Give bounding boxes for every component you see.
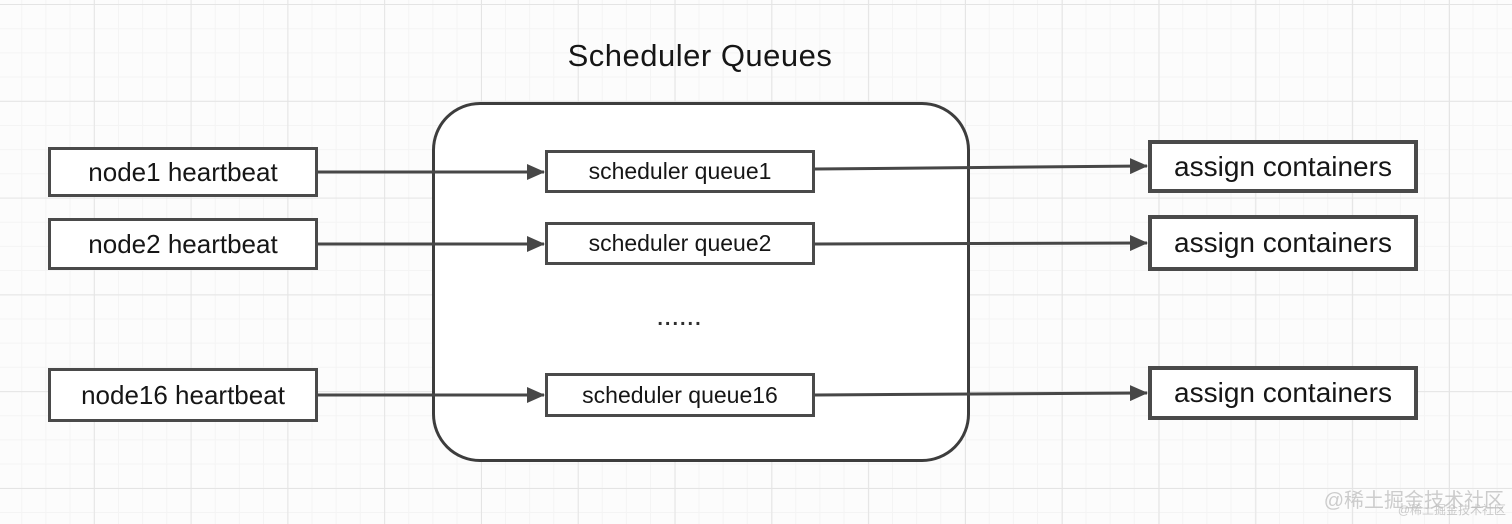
diagram-title: Scheduler Queues bbox=[567, 38, 833, 73]
queues-ellipsis: ...... bbox=[657, 308, 703, 330]
assign-containers-label-2: assign containers bbox=[1174, 227, 1392, 258]
scheduler-queue16-box: scheduler queue16 bbox=[545, 373, 815, 417]
assign-containers-box-2: assign containers bbox=[1148, 215, 1418, 271]
node2-heartbeat-label: node2 heartbeat bbox=[88, 228, 278, 259]
node1-heartbeat-box: node1 heartbeat bbox=[48, 147, 318, 197]
assign-containers-box-3: assign containers bbox=[1148, 366, 1418, 420]
scheduler-queue1-label: scheduler queue1 bbox=[588, 158, 772, 184]
node2-heartbeat-box: node2 heartbeat bbox=[48, 218, 318, 270]
node1-heartbeat-label: node1 heartbeat bbox=[88, 156, 278, 187]
assign-containers-label-3: assign containers bbox=[1174, 377, 1392, 408]
watermark-secondary: @稀土掘金技术社区 bbox=[1397, 503, 1506, 517]
node16-heartbeat-box: node16 heartbeat bbox=[48, 368, 318, 422]
scheduler-queue1-box: scheduler queue1 bbox=[545, 150, 815, 193]
assign-containers-box-1: assign containers bbox=[1148, 140, 1418, 193]
watermark-primary: @稀土掘金技术社区 bbox=[1323, 490, 1504, 512]
scheduler-queue16-label: scheduler queue16 bbox=[582, 381, 778, 408]
node16-heartbeat-label: node16 heartbeat bbox=[81, 379, 285, 410]
scheduler-queue2-box: scheduler queue2 bbox=[545, 222, 815, 265]
scheduler-queue2-label: scheduler queue2 bbox=[588, 230, 772, 256]
assign-containers-label-1: assign containers bbox=[1174, 150, 1392, 182]
